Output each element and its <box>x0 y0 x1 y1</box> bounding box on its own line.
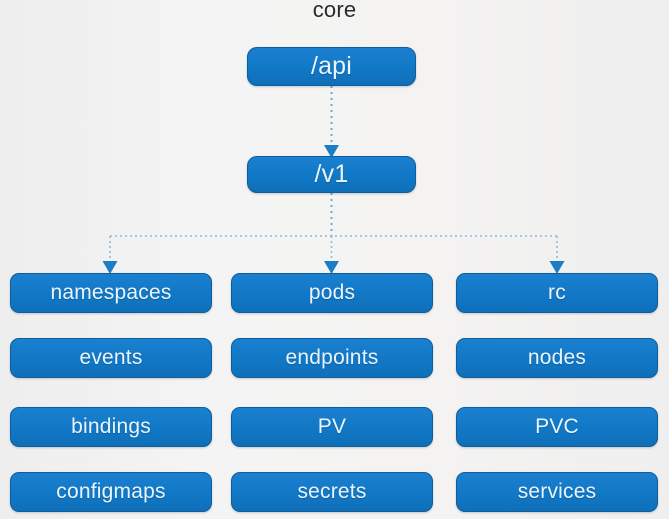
node-v1[interactable]: /v1 <box>247 156 416 193</box>
node-rc[interactable]: rc <box>456 273 658 313</box>
node-namespaces[interactable]: namespaces <box>10 273 212 313</box>
node-bindings[interactable]: bindings <box>10 407 212 447</box>
node-events[interactable]: events <box>10 338 212 378</box>
node-api[interactable]: /api <box>247 47 416 86</box>
node-pv[interactable]: PV <box>231 407 433 447</box>
diagram-title: core <box>312 0 357 22</box>
node-secrets[interactable]: secrets <box>231 472 433 512</box>
node-nodes[interactable]: nodes <box>456 338 658 378</box>
node-services[interactable]: services <box>456 472 658 512</box>
node-configmaps[interactable]: configmaps <box>10 472 212 512</box>
node-pods[interactable]: pods <box>231 273 433 313</box>
node-endpoints[interactable]: endpoints <box>231 338 433 378</box>
node-pvc[interactable]: PVC <box>456 407 658 447</box>
